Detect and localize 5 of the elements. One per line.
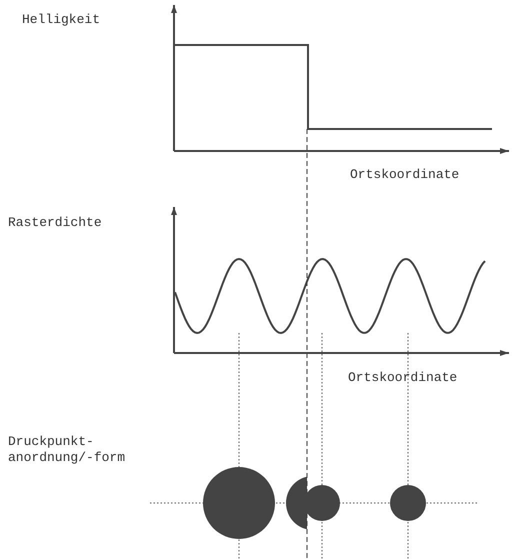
axis-label: Rasterdichte xyxy=(8,215,102,231)
axis-label: Helligkeit xyxy=(22,12,100,28)
axis-label: Ortskoordinate xyxy=(348,370,458,386)
axis-label: Druckpunkt- anordnung/-form xyxy=(8,434,126,466)
axis-label: Ortskoordinate xyxy=(350,167,460,183)
